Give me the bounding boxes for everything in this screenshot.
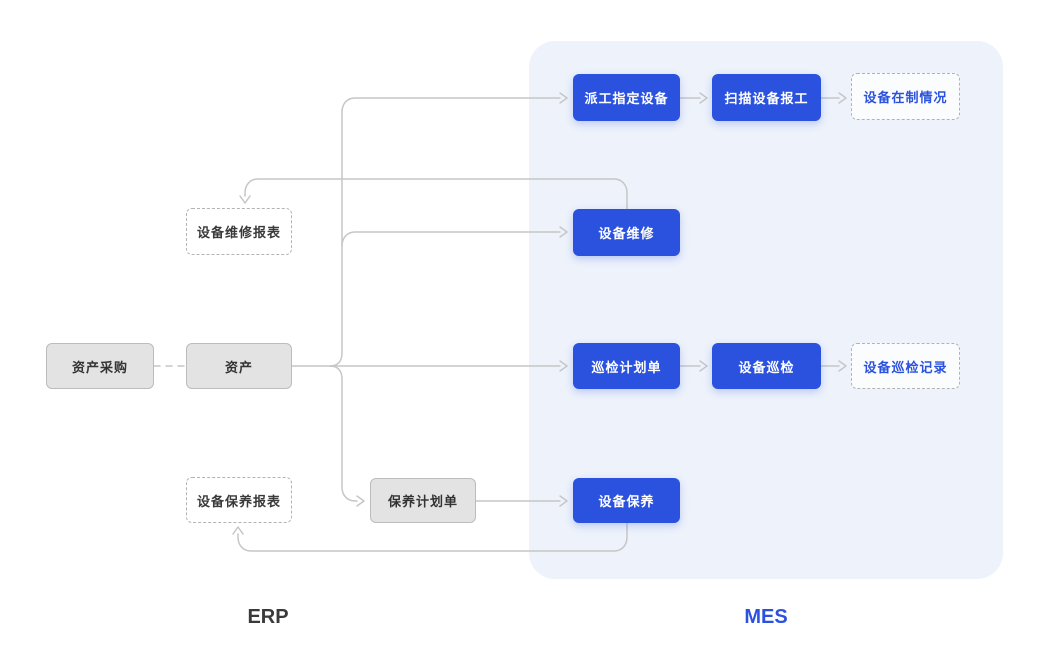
node-equipment-upkeep: 设备保养 [573,478,680,523]
edge-asset-fork-up-to-dispatch [329,97,561,367]
node-asset-purchase: 资产采购 [46,343,154,389]
node-equipment-repair: 设备维修 [573,209,680,256]
node-upkeep-report: 设备保养报表 [186,477,292,523]
arrowhead-upkeep-plan [356,495,365,507]
arrowhead-inspection-record [838,360,847,372]
arrowhead-dispatch [559,92,568,104]
mes-section-label: MES [744,606,788,628]
arrowhead-maintenance-report [239,195,251,204]
node-equipment-inspection: 设备巡检 [712,343,821,389]
node-equipment-wip-status: 设备在制情况 [851,73,960,120]
node-asset: 资产 [186,343,292,389]
edge-asset-fork-down-to-upkeep-plan [329,365,358,502]
arrowhead-equipment-repair [559,226,568,238]
edge-trunk-to-equipment-repair [341,231,561,247]
node-inspection-plan: 巡检计划单 [573,343,680,389]
edge-repair-to-maintenance-report [244,178,628,210]
node-maintenance-report: 设备维修报表 [186,208,292,255]
arrowhead-scan [699,92,708,104]
arrowhead-upkeep-report [232,526,244,535]
arrowhead-equipment-upkeep [559,495,568,507]
node-inspection-record: 设备巡检记录 [851,343,960,389]
arrowhead-inspection-plan [559,360,568,372]
arrowhead-wip-status [838,92,847,104]
node-scan-equipment-report: 扫描设备报工 [712,74,821,121]
node-dispatch-assign-equipment: 派工指定设备 [573,74,680,121]
arrowhead-equipment-inspection [699,360,708,372]
erp-section-label: ERP [247,606,289,628]
edge-upkeep-to-upkeep-report [237,522,628,552]
node-upkeep-plan: 保养计划单 [370,478,476,523]
